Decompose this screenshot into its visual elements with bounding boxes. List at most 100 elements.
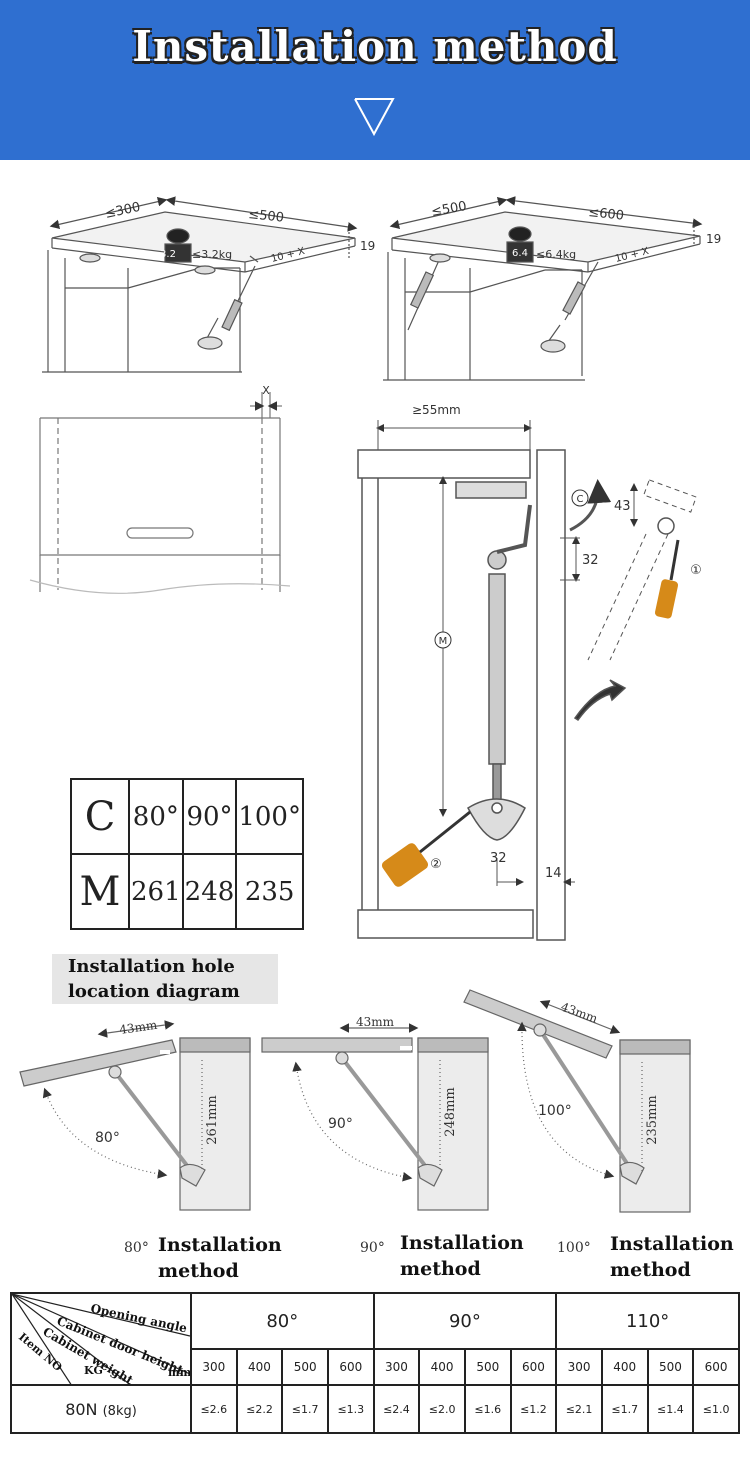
screwdriver-shaft-2 bbox=[419, 810, 471, 854]
chevron-down-icon bbox=[354, 98, 395, 137]
angle-diagram-80 bbox=[19, 1020, 251, 1211]
height-cell: 300 bbox=[190, 1348, 238, 1386]
item-name: 80N bbox=[65, 1399, 98, 1419]
table-cell: 248 bbox=[181, 853, 238, 930]
angle-diagram-100 bbox=[463, 989, 691, 1213]
value-cell: ≤1.6 bbox=[463, 1384, 512, 1434]
table-row: 300 400 500 600 300 400 500 600 300 400 … bbox=[11, 1348, 740, 1386]
caption-90: Installation method bbox=[400, 1230, 524, 1282]
dim-43mm-90: 43mm bbox=[356, 1015, 395, 1029]
cabinet-side-view bbox=[357, 420, 697, 941]
caption-angle-100: 100° bbox=[557, 1240, 591, 1256]
caption-line2: method bbox=[610, 1259, 691, 1281]
angle-header: 90° bbox=[372, 1292, 558, 1350]
angle-header: 110° bbox=[555, 1292, 740, 1350]
step-2-marker: ② bbox=[430, 857, 442, 872]
step-1-marker: ① bbox=[690, 563, 702, 578]
weight-label-1: ≤3.2kg bbox=[192, 248, 232, 261]
spec-table: Opening angle Cabinet door height mm Cab… bbox=[10, 1292, 740, 1434]
length-marker: M bbox=[439, 636, 448, 647]
header-unit: mm bbox=[168, 1366, 190, 1379]
diagonal-lines: Opening angle Cabinet door height mm Cab… bbox=[12, 1294, 190, 1386]
value-cell: ≤2.4 bbox=[372, 1384, 421, 1434]
row-key-c: C bbox=[70, 778, 130, 855]
weight-badge-2: 6.4 bbox=[512, 248, 528, 259]
table-row: M 261 248 235 bbox=[70, 853, 304, 930]
height-cell: 600 bbox=[692, 1348, 740, 1386]
table-cell: 235 bbox=[235, 853, 304, 930]
caption-line1: Installation bbox=[158, 1234, 282, 1256]
caption-80: Installation method bbox=[158, 1232, 282, 1284]
angle-100-label: 100° bbox=[538, 1103, 572, 1119]
caption-angle-90: 90° bbox=[360, 1240, 385, 1256]
caption-line1: Installation bbox=[610, 1233, 734, 1255]
dim-32-bottom-label: 32 bbox=[490, 851, 507, 866]
value-cell: ≤1.4 bbox=[646, 1384, 695, 1434]
table-cell: 80° bbox=[128, 778, 184, 855]
screwdriver-icon-2 bbox=[381, 843, 429, 887]
height-cell: 400 bbox=[600, 1348, 649, 1386]
value-cell: ≤1.3 bbox=[326, 1384, 375, 1434]
table-cell: 90° bbox=[181, 778, 238, 855]
height-cell: 500 bbox=[646, 1348, 695, 1386]
weight-badge-1: 3.2 bbox=[160, 249, 176, 260]
dim-32-top-label: 32 bbox=[582, 553, 599, 568]
cabinet-diagram-2 bbox=[383, 196, 703, 381]
table-cell: 261 bbox=[128, 853, 184, 930]
length-marker-circle bbox=[434, 631, 452, 649]
row-key-m: M bbox=[70, 853, 130, 930]
height-cell: 500 bbox=[463, 1348, 512, 1386]
height-cell: 400 bbox=[235, 1348, 284, 1386]
value-cell: ≤1.2 bbox=[509, 1384, 558, 1434]
thickness-label-2: 19 bbox=[706, 232, 721, 246]
height-cell: 600 bbox=[509, 1348, 558, 1386]
angle-marker: C bbox=[577, 494, 584, 505]
value-cell: ≤2.1 bbox=[555, 1384, 603, 1434]
header-diagonal-cell: Opening angle Cabinet door height mm Cab… bbox=[10, 1292, 192, 1386]
value-cell: ≤1.7 bbox=[281, 1384, 329, 1434]
header-kg: KG bbox=[84, 1364, 103, 1377]
page-title: Installation method bbox=[132, 22, 618, 71]
table-row: C 80° 90° 100° bbox=[70, 778, 304, 855]
value-cell: ≤2.2 bbox=[235, 1384, 284, 1434]
angle-length-table: C 80° 90° 100° M 261 248 235 bbox=[70, 778, 304, 930]
dim-width-2: ≤500 bbox=[430, 199, 468, 220]
item-note: (8kg) bbox=[102, 1403, 137, 1419]
cabinet-diagram-1 bbox=[42, 196, 358, 373]
height-cell: 400 bbox=[418, 1348, 466, 1386]
cabinet-front-view bbox=[29, 392, 291, 594]
dim-depth-2: ≤600 bbox=[588, 205, 625, 224]
height-cell: 300 bbox=[555, 1348, 603, 1386]
value-cell: ≤2.6 bbox=[190, 1384, 238, 1434]
dim-248mm-label: 248mm bbox=[443, 1087, 458, 1136]
dim-width-1: ≤300 bbox=[104, 200, 142, 222]
hole-diagram-line1: Installation hole bbox=[68, 956, 235, 977]
caption-100: Installation method bbox=[610, 1231, 734, 1283]
angle-marker-circle bbox=[571, 489, 589, 507]
hole-diagram-line2: location diagram bbox=[68, 981, 240, 1002]
angle-diagram-90 bbox=[261, 1023, 489, 1211]
screwdriver-shaft bbox=[669, 539, 680, 581]
caption-line1: Installation bbox=[400, 1232, 524, 1254]
weight-label-2: ≤6.4kg bbox=[536, 248, 576, 261]
dim-depth-1: ≤500 bbox=[248, 207, 285, 226]
height-cell: 300 bbox=[372, 1348, 421, 1386]
angle-80-label: 80° bbox=[95, 1130, 120, 1146]
hole-diagram-label: Installation hole location diagram bbox=[52, 954, 278, 1004]
caption-line2: method bbox=[158, 1260, 239, 1282]
caption-line2: method bbox=[400, 1258, 481, 1280]
thickness-label-1: 19 bbox=[360, 239, 375, 253]
caption-angle-80: 80° bbox=[124, 1240, 149, 1256]
value-cell: ≤1.7 bbox=[600, 1384, 649, 1434]
offset-x-label: X bbox=[262, 384, 270, 397]
dim-14-label: 14 bbox=[545, 866, 562, 881]
value-cell: ≤1.0 bbox=[692, 1384, 740, 1434]
table-row: Opening angle Cabinet door height mm Cab… bbox=[10, 1292, 740, 1386]
angle-90-label: 90° bbox=[328, 1116, 353, 1132]
angle-header: 80° bbox=[190, 1292, 375, 1350]
header-opening-angle: Opening angle bbox=[89, 1301, 188, 1335]
dim-43mm-80: 43mm bbox=[118, 1018, 158, 1037]
table-row: 80N (8kg) ≤2.6 ≤2.2 ≤1.7 ≤1.3 ≤2.4 ≤2.0 … bbox=[10, 1384, 740, 1434]
item-cell: 80N (8kg) bbox=[10, 1384, 192, 1434]
table-cell: 100° bbox=[235, 778, 304, 855]
